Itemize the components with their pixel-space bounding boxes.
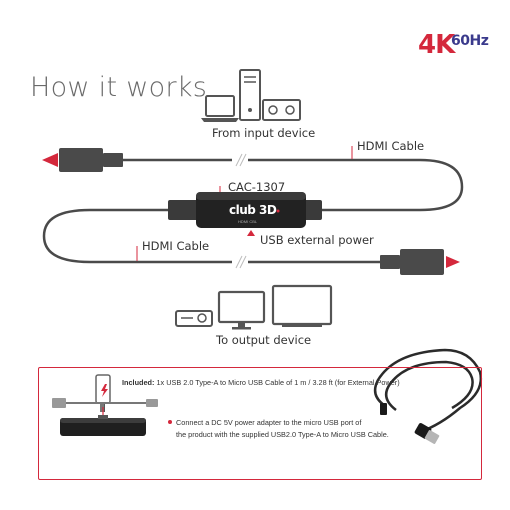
hdmi-cable-top-label: HDMI Cable xyxy=(357,139,425,153)
refresh-badge: 60Hz xyxy=(451,33,489,49)
input-device-label: From input device xyxy=(212,126,316,140)
included-label: Included: xyxy=(122,378,155,387)
adapter-small-icon xyxy=(60,415,146,436)
pc-tower-icon xyxy=(239,69,261,121)
model-label: CAC-1307 xyxy=(228,180,286,194)
projector-icon xyxy=(175,310,213,327)
laptop-icon xyxy=(201,95,239,122)
power-plug-icon xyxy=(101,384,108,397)
usb-power-label: USB external power xyxy=(260,233,374,247)
output-device-label: To output device xyxy=(216,333,312,347)
included-text: Included: 1x USB 2.0 Type-A to Micro USB… xyxy=(122,378,400,387)
adapter-logo: club 3D xyxy=(229,203,277,217)
note-line-2: the product with the supplied USB2.0 Typ… xyxy=(176,430,389,439)
adapter-small-text: HDMI CBL xyxy=(238,219,258,224)
tv-icon xyxy=(271,284,333,327)
usb-cable-icon xyxy=(373,348,483,444)
audio-receiver-icon xyxy=(262,99,301,121)
page-title: How it works xyxy=(30,72,208,103)
adapter-device xyxy=(168,192,322,228)
monitor-icon xyxy=(217,290,266,330)
hdmi-cable-bottom xyxy=(42,208,460,275)
included-box xyxy=(38,367,482,480)
hdmi-cable-bottom-label: HDMI Cable xyxy=(142,239,210,253)
included-description: 1x USB 2.0 Type-A to Micro USB Cable of … xyxy=(156,378,400,387)
resolution-badge: 4K xyxy=(418,30,455,60)
note-line-1: Connect a DC 5V power adapter to the mic… xyxy=(176,418,362,427)
hdmi-cable-top xyxy=(42,148,464,212)
